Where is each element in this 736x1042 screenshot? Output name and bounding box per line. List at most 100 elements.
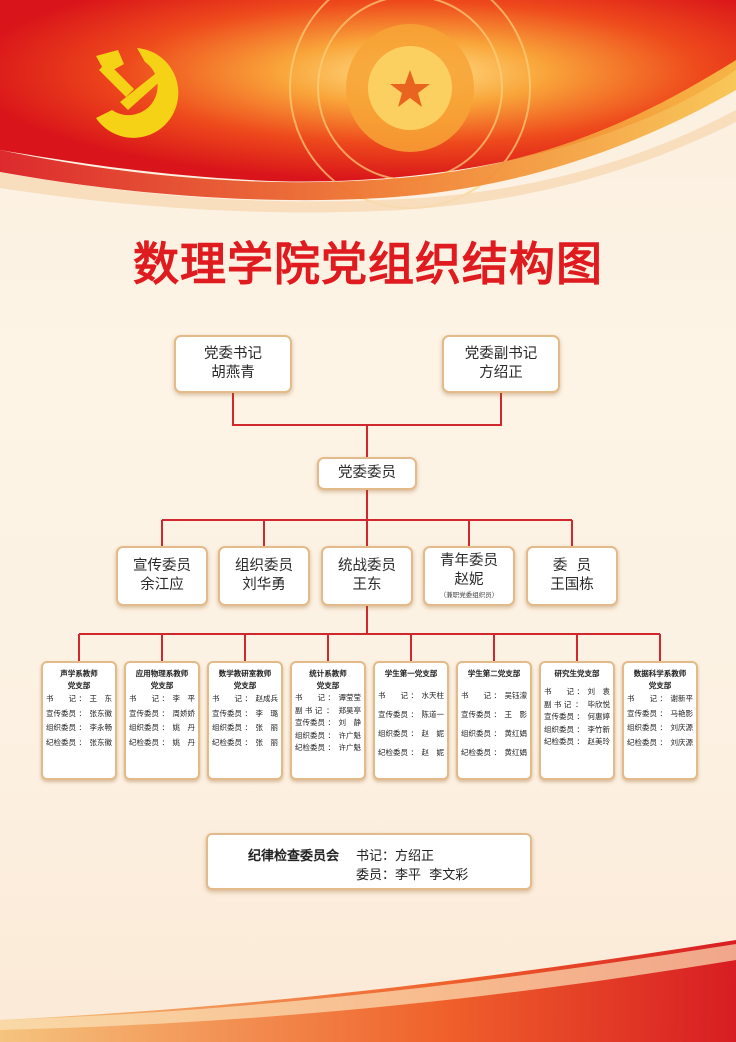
branch-member-colon: ： [161,737,170,747]
branch-title: 党支部 [67,681,91,690]
branch-title: 数据科学系教师 [633,669,687,678]
member-name: 赵妮 [454,572,484,588]
branch-member-name: 李 璐 [255,708,279,718]
branch-member-colon: ： [576,737,585,746]
branch-title: 研究生党支部 [554,669,600,678]
branch-member-row: 宣传委员：陈道一 [378,705,444,724]
branch-member-colon: ： [244,723,253,732]
branch-member-name: 何惠婷 [587,712,611,721]
discipline-secretary: 书记：方绍正 [356,849,435,864]
branch-member-role: 书 记 [461,691,491,700]
branch-member-row: 副 书 记：毕欣悦 [544,699,610,712]
branch-member-name: 水天柱 [421,691,445,700]
branch-member-colon: ： [161,723,170,732]
branch-member-colon: ： [244,694,253,703]
footer-wave [0,940,736,1042]
branch-box: 统计系教师党支部书 记：谭莹莹副 书 记：郑昊亭宣传委员：刘 静组织委员：许广魁… [290,661,366,780]
branch-member-name: 毕欣悦 [587,699,611,709]
party-emblem-icon [96,48,179,138]
branch-member-role: 书 记 [544,687,574,696]
branch-member-role: 书 记 [129,694,159,703]
branch-member-role: 宣传委员 [627,708,657,718]
branch-member-colon: ： [78,723,87,732]
branch-title: 声学系教师 [60,669,98,678]
branch-member-name: 姚 丹 [172,723,196,732]
branch-member-colon: ： [576,712,585,721]
branch-title: 学生第二党支部 [467,669,521,678]
branch-member-row: 宣传委员：李 璐 [212,707,278,722]
branch-member-row: 组织委员：张 丽 [212,721,278,736]
branch-member-name: 张 丽 [255,737,279,747]
branch-member-name: 赵 妮 [421,729,445,738]
branch-member-row: 组织委员：黄红娟 [461,724,527,743]
branch-member-name: 许广魁 [338,743,362,752]
branch-member-name: 马艳影 [670,708,694,718]
branch-member-row: 组织委员：赵 妮 [378,724,444,743]
branch-member-role: 纪检委员 [129,737,159,747]
branch-member-role: 纪检委员 [295,743,325,752]
branch-member-row: 书 记：谢新平 [627,692,693,707]
branch-member-role: 书 记 [46,694,76,703]
branch-member-colon: ： [78,737,87,747]
branch-member-row: 纪检委员：许广魁 [295,742,361,755]
branch-member-role: 纪检委员 [46,737,76,747]
branch-member-name: 许广魁 [338,730,362,740]
member-note: （兼职党委组织员） [439,591,499,599]
branch-member-name: 赵 妮 [421,748,445,757]
branch-member-colon: ： [244,737,253,747]
branch-box: 应用物理系教师党支部书 记：李 平宣传委员：周娇娇组织委员：姚 丹纪检委员：姚 … [124,661,200,780]
header-banner [0,0,736,213]
member-box-united-front: 统战委员 王东 [321,546,413,606]
branch-member-name: 张东徽 [89,737,113,747]
branch-title: 党支部 [316,681,340,690]
branch-member-colon: ： [244,708,253,718]
branch-member-role: 组织委员 [627,723,657,732]
member-role: 委 员 [552,558,592,574]
branch-member-row: 宣传委员：王 影 [461,705,527,724]
branch-member-row: 宣传委员：刘 静 [295,717,361,730]
branch-member-name: 刘 静 [338,718,362,727]
branch-member-name: 周娇娇 [172,708,196,718]
branch-title: 统计系教师 [309,669,347,678]
branch-box: 数学教研室教师党支部书 记：赵成兵宣传委员：李 璐组织委员：张 丽纪检委员：张 … [207,661,283,780]
branch-member-role: 组织委员 [295,730,325,740]
branch-member-row: 宣传委员：张东徽 [46,707,112,722]
branch-member-name: 黄红娟 [504,729,528,738]
branch-member-role: 宣传委员 [461,710,491,719]
page-title: 数理学院党组织结构图 [133,237,603,291]
branch-member-row: 书 记：李 平 [129,692,195,707]
committee-box: 党委委员 [317,457,417,490]
branch-member-row: 书 记：刘 袁 [544,686,610,699]
branch-member-role: 宣传委员 [295,718,325,727]
branch-member-colon: ： [659,737,668,747]
member-name: 王国栋 [550,577,594,593]
member-name: 余江应 [140,577,184,593]
branch-member-role: 组织委员 [544,724,574,734]
branch-member-colon: ： [327,718,336,727]
member-role: 统战委员 [338,558,396,574]
branch-member-colon: ： [493,691,502,700]
deputy-secretary-box: 党委副书记 方绍正 [442,335,560,393]
branch-member-name: 刘庆源 [670,723,694,732]
branch-member-name: 姚 丹 [172,737,196,747]
branch-member-role: 书 记 [212,694,242,703]
branch-member-colon: ： [410,748,419,757]
branch-member-row: 纪检委员：赵 妮 [378,743,444,762]
branch-member-role: 纪检委员 [461,748,491,757]
branch-member-role: 宣传委员 [46,708,76,718]
branch-member-row: 书 记：赵成兵 [212,692,278,707]
deputy-secretary-role: 党委副书记 [464,346,538,362]
branch-member-colon: ： [326,705,334,715]
branch-member-name: 张 丽 [255,723,279,732]
member-box-general: 委 员 王国栋 [526,546,618,606]
branch-member-role: 组织委员 [212,723,242,732]
branch-member-name: 刘庆源 [670,737,694,747]
branch-member-colon: ： [576,687,585,696]
party-secretary-role: 党委书记 [204,346,262,362]
branch-box: 学生第二党支部书 记：吴钰濛宣传委员：王 影组织委员：黄红娟纪检委员：黄红娟 [456,661,532,780]
member-box-youth: 青年委员 赵妮 （兼职党委组织员） [423,546,515,606]
branch-member-row: 组织委员：姚 丹 [129,721,195,736]
deputy-secretary-name: 方绍正 [479,365,523,381]
branch-member-role: 组织委员 [461,729,491,738]
branch-member-row: 宣传委员：马艳影 [627,707,693,722]
